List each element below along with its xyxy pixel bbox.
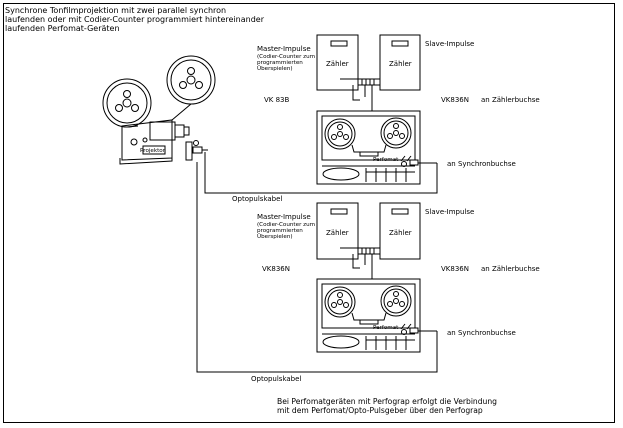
optopulse-cable-2-label: Optopulskabel <box>251 375 302 383</box>
tape-deck-1 <box>317 111 420 184</box>
slave-impulse-2: Slave-Impulse <box>425 208 475 216</box>
counter-right-2-label: Zähler <box>389 229 412 237</box>
unit-1 <box>205 35 437 193</box>
master-impulse-1-line-4: Überspielen) <box>257 66 293 72</box>
optopulse-cable-1 <box>205 152 437 193</box>
projector-lens-housing <box>150 122 175 140</box>
vk-right-1: VK836N <box>441 96 469 104</box>
deck-2-label: Perfomat <box>373 325 399 331</box>
master-impulse-2-line-4: Überspielen) <box>257 234 293 240</box>
title-line-2: laufenden oder mit Codier-Counter progra… <box>5 15 264 24</box>
counter-socket-1: an Zählerbuchse <box>481 96 540 104</box>
vk-left-1: VK 83B <box>264 96 290 104</box>
counter-left-1 <box>317 35 358 90</box>
sync-socket-1: an Synchronbuchse <box>447 160 516 168</box>
projector-reel-right <box>167 56 215 104</box>
footer-note-line-1: Bei Perfomatgeräten mit Perfograp erfolg… <box>277 397 498 406</box>
vk-right-2: VK836N <box>441 265 469 273</box>
counter-left-2-label: Zähler <box>326 229 349 237</box>
master-impulse-1-line-2: (Codier-Counter zum <box>257 54 316 60</box>
projector-label: Projektor <box>140 148 166 154</box>
counter-right-2 <box>380 203 420 259</box>
unit-2 <box>197 162 437 372</box>
deck-1-reel-left <box>325 119 355 149</box>
diagram-frame <box>3 3 615 423</box>
title-line-3: laufenden Perfomat-Geräten <box>5 24 120 33</box>
projector-reel-left <box>103 79 151 127</box>
vk-left-2: VK836N <box>262 265 290 273</box>
optopulse-cable-1-label: Optopulskabel <box>232 195 283 203</box>
title-line-1: Synchrone Tonfilmprojektion mit zwei par… <box>5 6 227 15</box>
counter-left-1-label: Zähler <box>326 60 349 68</box>
slave-impulse-1: Slave-Impulse <box>425 40 475 48</box>
counter-right-1 <box>380 35 420 90</box>
master-impulse-2-line-2: (Codier-Counter zum <box>257 222 316 228</box>
sync-socket-2: an Synchronbuchse <box>447 329 516 337</box>
deck-2-reel-left <box>325 287 355 317</box>
counter-socket-2: an Zählerbuchse <box>481 265 540 273</box>
master-impulse-1-line-1: Master-Impulse <box>257 45 311 53</box>
master-impulse-2-line-3: programmierten <box>257 228 303 234</box>
projector <box>103 56 215 164</box>
tape-deck-2 <box>317 279 420 352</box>
optopulse-cable-2 <box>197 162 437 372</box>
deck-2-reel-right <box>381 286 411 316</box>
master-impulse-2-line-1: Master-Impulse <box>257 213 311 221</box>
counter-right-1-label: Zähler <box>389 60 412 68</box>
deck-1-reel-right <box>381 118 411 148</box>
counter-left-2 <box>317 203 358 259</box>
footer-note-line-2: mit dem Perfomat/Opto-Pulsgeber über den… <box>277 406 483 415</box>
deck-1-label: Perfomat <box>373 157 399 163</box>
master-impulse-1-line-3: programmierten <box>257 60 303 66</box>
